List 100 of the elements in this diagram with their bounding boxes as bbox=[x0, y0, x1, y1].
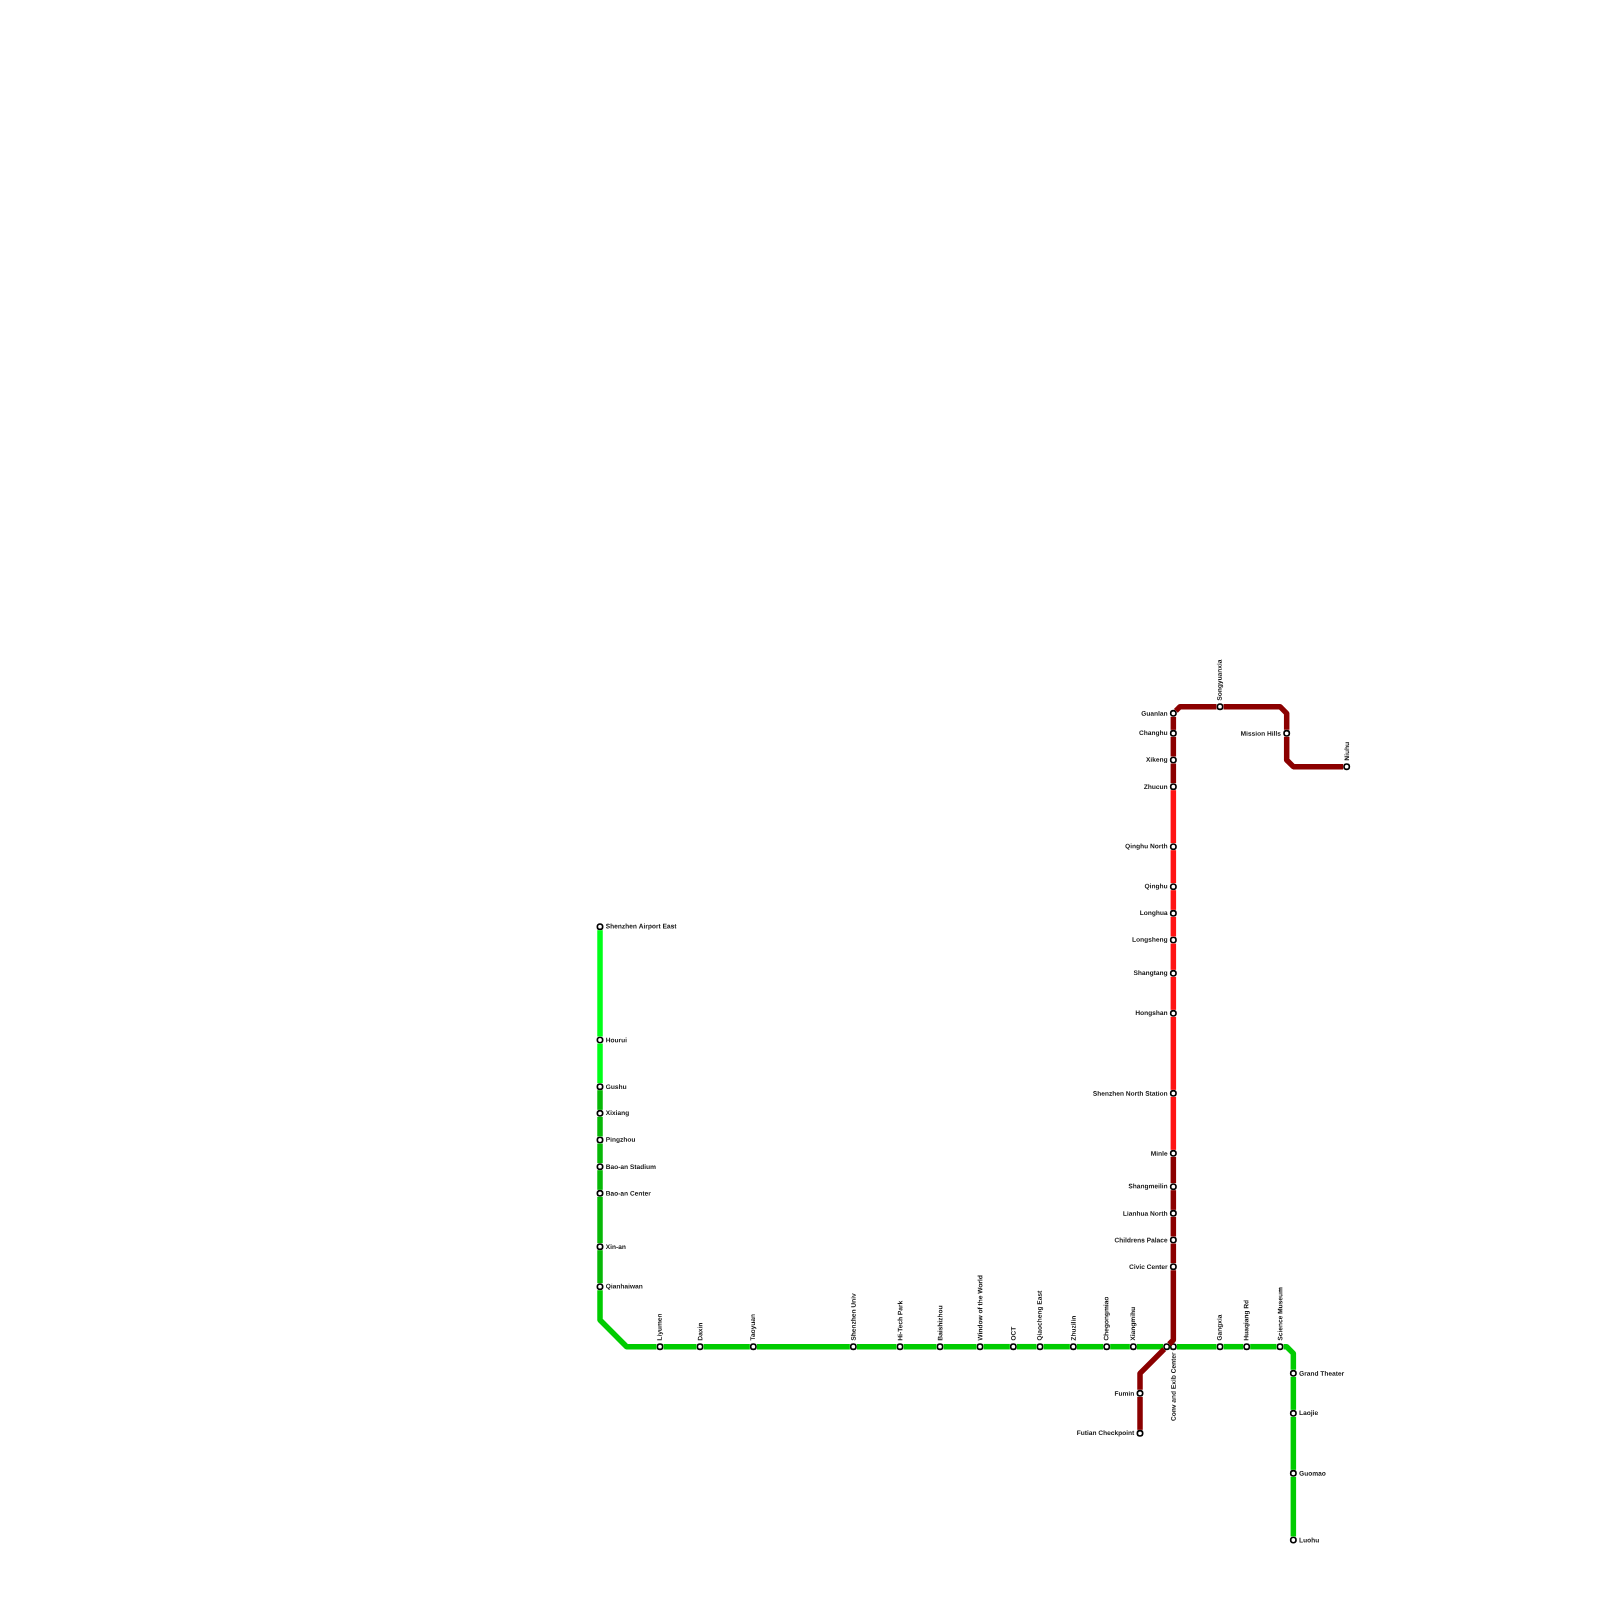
station-marker bbox=[1169, 1009, 1177, 1017]
rail-line bbox=[1250, 1343, 1277, 1350]
station-marker bbox=[1169, 1236, 1177, 1244]
rail-line bbox=[1170, 790, 1177, 844]
rail-line bbox=[1283, 736, 1344, 770]
rail-line bbox=[1137, 1396, 1143, 1430]
rail-line bbox=[1223, 703, 1290, 730]
station-marker bbox=[1169, 883, 1177, 891]
station-marker bbox=[1289, 1536, 1297, 1544]
station-marker bbox=[1169, 756, 1177, 764]
station-marker bbox=[749, 1343, 757, 1351]
station-marker bbox=[1009, 1343, 1017, 1351]
station-marker bbox=[1036, 1343, 1044, 1351]
rail-line bbox=[1170, 1096, 1177, 1150]
station-marker bbox=[596, 1036, 604, 1044]
rail-line bbox=[597, 1090, 603, 1110]
station-marker bbox=[1169, 729, 1177, 737]
rail-line bbox=[1043, 1343, 1070, 1350]
station-marker bbox=[1289, 1409, 1297, 1417]
rail-line bbox=[1170, 850, 1177, 884]
rail-line bbox=[1170, 943, 1177, 970]
station-marker bbox=[1169, 1209, 1177, 1217]
station-marker bbox=[1169, 783, 1177, 791]
station-marker bbox=[596, 923, 604, 931]
station-marker bbox=[596, 1083, 604, 1091]
rail-line bbox=[1170, 1216, 1177, 1237]
rail-line bbox=[1170, 736, 1177, 757]
rail-line bbox=[1170, 716, 1177, 730]
station-marker bbox=[656, 1343, 664, 1351]
station-marker bbox=[896, 1343, 904, 1351]
station-marker bbox=[1289, 1469, 1297, 1477]
rail-line bbox=[1170, 763, 1177, 784]
station-marker bbox=[1169, 1089, 1177, 1097]
rail-line bbox=[1170, 1243, 1177, 1264]
rail-line bbox=[1110, 1343, 1130, 1350]
rail-line bbox=[1176, 1343, 1217, 1350]
station-marker bbox=[596, 1109, 604, 1117]
rail-line bbox=[1290, 1376, 1297, 1410]
station-marker bbox=[596, 1243, 604, 1251]
station-marker bbox=[849, 1343, 857, 1351]
rail-line bbox=[1170, 916, 1177, 937]
rail-line bbox=[856, 1343, 897, 1350]
station-marker bbox=[1169, 1149, 1177, 1157]
rail-line bbox=[1170, 890, 1177, 910]
station-marker bbox=[1289, 1369, 1297, 1377]
rail-line bbox=[1283, 1343, 1297, 1370]
station-marker bbox=[1169, 1263, 1177, 1271]
station-marker bbox=[1216, 703, 1224, 711]
rail-line bbox=[1016, 1343, 1037, 1350]
station-marker bbox=[696, 1343, 704, 1351]
rail-line bbox=[597, 1116, 603, 1137]
station-marker bbox=[1163, 1343, 1171, 1351]
station-marker bbox=[1216, 1343, 1224, 1351]
station-marker bbox=[596, 1189, 604, 1197]
rail-line bbox=[703, 1343, 750, 1350]
rail-line bbox=[597, 1143, 603, 1164]
station-marker bbox=[1343, 763, 1351, 771]
rail-line bbox=[597, 930, 603, 1037]
station-marker bbox=[596, 1136, 604, 1144]
rail-line bbox=[597, 1170, 603, 1190]
rail-line bbox=[597, 1196, 603, 1244]
station-marker bbox=[1169, 936, 1177, 944]
rail-line bbox=[1137, 1347, 1167, 1390]
station-marker bbox=[976, 1343, 984, 1351]
station-marker bbox=[1243, 1343, 1251, 1351]
station-marker bbox=[1283, 729, 1291, 737]
rail-line bbox=[1170, 976, 1177, 1010]
station-marker bbox=[1136, 1429, 1144, 1437]
rail-line bbox=[756, 1343, 850, 1350]
rail-line bbox=[1136, 1343, 1164, 1350]
rail-line bbox=[597, 1290, 657, 1350]
rail-line bbox=[903, 1343, 937, 1350]
station-marker bbox=[1169, 909, 1177, 917]
station-marker bbox=[936, 1343, 944, 1351]
rail-line bbox=[1170, 1156, 1177, 1184]
station-marker bbox=[1169, 1343, 1177, 1351]
station-marker bbox=[1103, 1343, 1111, 1351]
rail-line bbox=[663, 1343, 697, 1350]
station-marker bbox=[1169, 843, 1177, 851]
station-marker bbox=[1169, 709, 1177, 717]
station-marker bbox=[1129, 1343, 1137, 1351]
rail-line bbox=[597, 1250, 603, 1284]
station-marker bbox=[1276, 1343, 1284, 1351]
station-marker bbox=[1169, 1183, 1177, 1191]
rail-line bbox=[1173, 703, 1217, 713]
rail-line bbox=[1076, 1343, 1104, 1350]
station-marker bbox=[596, 1163, 604, 1171]
station-marker bbox=[1136, 1389, 1144, 1397]
rail-line bbox=[1290, 1416, 1297, 1470]
station-marker bbox=[1069, 1343, 1077, 1351]
rail-line bbox=[1290, 1476, 1297, 1537]
rail-line bbox=[983, 1343, 1010, 1350]
rail-line bbox=[1170, 1016, 1177, 1090]
rail-line bbox=[1223, 1343, 1244, 1350]
station-marker bbox=[1169, 969, 1177, 977]
rail-line bbox=[943, 1343, 977, 1350]
station-marker bbox=[596, 1283, 604, 1291]
rail-line bbox=[1170, 1190, 1177, 1210]
rail-line bbox=[1167, 1270, 1177, 1347]
rail-line bbox=[597, 1043, 603, 1084]
